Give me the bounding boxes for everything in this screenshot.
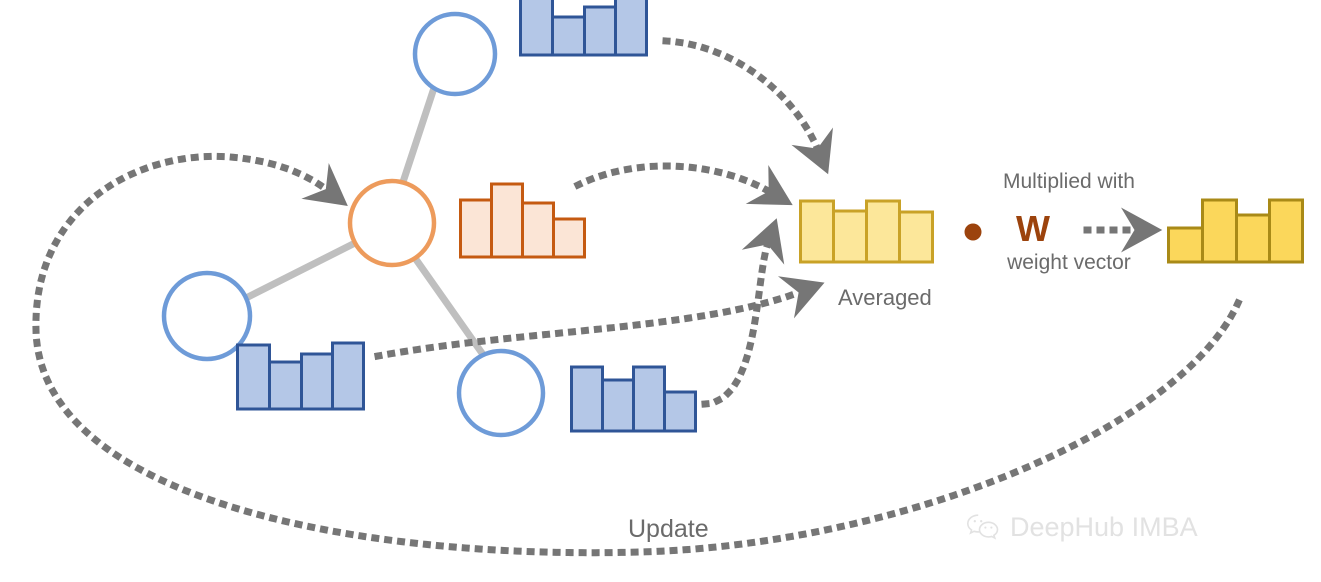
node-top[interactable] bbox=[412, 11, 498, 97]
bar bbox=[799, 199, 835, 264]
bar bbox=[1268, 198, 1304, 264]
edge-center-bottom bbox=[411, 254, 488, 360]
wechat-icon bbox=[966, 513, 1000, 543]
bar bbox=[832, 209, 868, 264]
bar bbox=[236, 343, 271, 411]
bar bbox=[552, 217, 586, 259]
chart-neighbour-bottom bbox=[570, 365, 697, 433]
weight-symbol-label: W bbox=[1016, 208, 1050, 249]
chart-neighbour-left bbox=[236, 341, 365, 411]
chart-averaged bbox=[799, 199, 934, 264]
bar bbox=[1235, 213, 1271, 264]
bar bbox=[632, 365, 666, 433]
arrow-target-to-average bbox=[573, 162, 793, 206]
arrow-update-to-target bbox=[32, 152, 1243, 557]
node-bottom[interactable] bbox=[456, 348, 546, 438]
multiplied-line-1: Multiplied with bbox=[1003, 170, 1135, 193]
bar bbox=[1201, 198, 1238, 264]
chart-neighbour-top bbox=[519, 0, 648, 57]
graph-nodes bbox=[161, 11, 546, 438]
edge-top-center bbox=[399, 84, 438, 186]
graph-edges bbox=[244, 84, 488, 360]
bar bbox=[898, 210, 934, 264]
bar bbox=[331, 341, 365, 411]
bar bbox=[521, 201, 555, 259]
bar bbox=[1167, 226, 1204, 264]
bar bbox=[583, 5, 617, 57]
update-label: Update bbox=[628, 515, 709, 543]
watermark-text: DeepHub IMBA bbox=[1010, 512, 1198, 542]
node-center-target[interactable] bbox=[347, 178, 437, 268]
node-left[interactable] bbox=[161, 270, 253, 362]
bar bbox=[551, 15, 586, 57]
bar bbox=[663, 390, 697, 433]
bar bbox=[614, 0, 648, 57]
bar bbox=[519, 0, 554, 57]
watermark: DeepHub IMBA bbox=[966, 512, 1198, 543]
bar bbox=[865, 199, 901, 264]
averaged-label: Averaged bbox=[838, 285, 932, 310]
arrow-neighbour-left-to-average bbox=[373, 276, 825, 361]
dot-product-icon bbox=[964, 223, 982, 241]
multiplied-with-weight-label: Multiplied with weight vector bbox=[1003, 114, 1135, 330]
bar bbox=[570, 365, 604, 433]
aggregation-arrows bbox=[32, 37, 1243, 557]
chart-weighted-output bbox=[1167, 198, 1304, 264]
multiplied-line-2: weight vector bbox=[1007, 251, 1131, 274]
chart-target-center bbox=[459, 182, 586, 259]
bar bbox=[459, 198, 493, 259]
bar bbox=[601, 378, 635, 433]
edge-left-center bbox=[244, 239, 359, 301]
bar bbox=[300, 352, 334, 411]
arrow-neighbour-top-to-average bbox=[662, 37, 833, 175]
bar bbox=[490, 182, 524, 259]
arrow-neighbour-bottom-to-average bbox=[701, 218, 785, 408]
bar bbox=[268, 360, 303, 411]
